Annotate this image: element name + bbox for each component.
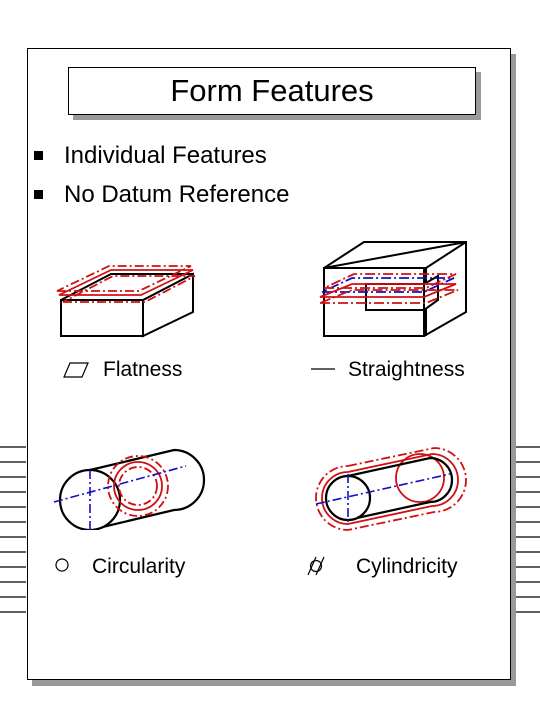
straightness-symbol-icon xyxy=(311,368,335,370)
circularity-label: Circularity xyxy=(92,555,186,578)
square-bullet-icon xyxy=(34,190,43,199)
bullet-text: Individual Features xyxy=(64,141,267,169)
flatness-diagram xyxy=(56,265,196,338)
straightness-diagram xyxy=(319,241,467,337)
bullet-list: Individual Features No Datum Reference xyxy=(34,136,289,214)
bullet-item: No Datum Reference xyxy=(34,175,289,214)
straightness-label: Straightness xyxy=(348,358,465,381)
slide-title-text: Form Features xyxy=(170,73,374,108)
circularity-diagram xyxy=(53,448,206,530)
flatness-symbol-icon xyxy=(63,362,89,378)
bullet-item: Individual Features xyxy=(34,136,289,175)
slide-title: Form Features xyxy=(68,67,476,115)
square-bullet-icon xyxy=(34,151,43,160)
bullet-text: No Datum Reference xyxy=(64,180,290,208)
cylindricity-symbol-icon xyxy=(307,556,325,576)
flatness-label: Flatness xyxy=(103,358,183,381)
cylindricity-label: Cylindricity xyxy=(356,555,458,578)
cylindricity-diagram xyxy=(315,447,467,531)
circularity-symbol-icon xyxy=(55,558,69,572)
slide-frame xyxy=(27,48,511,680)
